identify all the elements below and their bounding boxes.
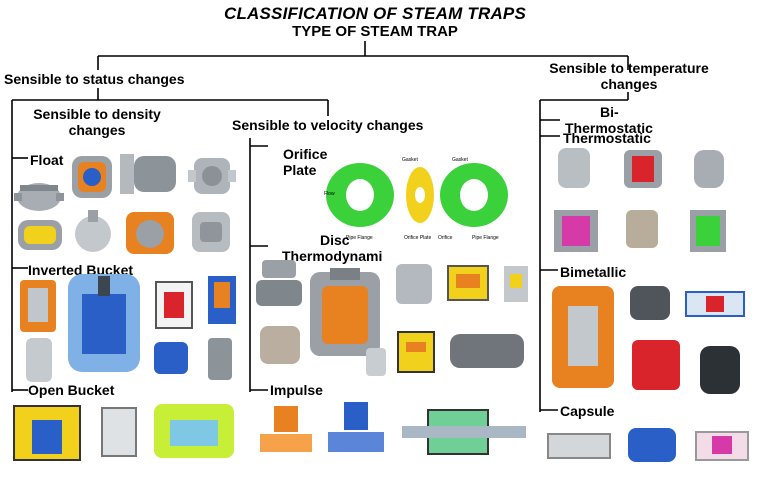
category-temperature-line1: Sensible to temperature	[549, 60, 709, 76]
orifice-label-flow: Flow	[324, 191, 335, 197]
open-bucket-green-diagram-image	[148, 398, 240, 464]
impulse-trap-blue-image	[324, 398, 388, 468]
impulse-trap-orange-image	[256, 402, 316, 466]
diagram-subtitle: TYPE OF STEAM TRAP	[292, 23, 458, 40]
capsule-trap-blue-image	[622, 420, 682, 470]
type-orifice-line2: Plate	[283, 162, 317, 178]
float-trap-yellow-image	[14, 212, 66, 258]
thermostatic-trap-magenta-image	[548, 204, 604, 258]
float-trap-cutaway-image	[68, 150, 116, 202]
inverted-bucket-blue-image	[148, 336, 194, 380]
inverted-bucket-silver-image	[18, 334, 60, 386]
type-open-bucket: Open Bucket	[28, 382, 115, 398]
bimetallic-trap-dark-image	[624, 280, 676, 326]
category-density-line1: Sensible to density	[33, 106, 161, 122]
inverted-bucket-red-diagram-image	[150, 274, 198, 336]
type-disc-thermodynamic: Disc Thermodynami	[282, 232, 382, 264]
float-trap-cylinder-image	[118, 150, 182, 198]
disc-trap-grey-image	[252, 256, 306, 316]
type-bi-line1: Bi-	[600, 104, 619, 120]
type-thermostatic: Thermostatic	[563, 130, 651, 146]
category-density-changes: Sensible to density changes	[22, 106, 172, 138]
bimetallic-trap-cutaway-image	[544, 280, 622, 394]
type-disc-line1: Disc	[320, 232, 350, 248]
disc-trap-small-image	[362, 344, 390, 380]
type-bimetallic: Bimetallic	[560, 264, 627, 280]
category-temperature-changes: Sensible to temperature changes	[540, 60, 718, 92]
inverted-bucket-blue-cutaway-image	[62, 270, 146, 376]
diagram-title: CLASSIFICATION OF STEAM TRAPS	[223, 4, 527, 23]
inverted-bucket-orange-diagram-image	[202, 270, 242, 330]
orifice-label-orifice: Orifice	[438, 235, 453, 241]
orifice-label-pipe-flange-left: Pipe Flange	[346, 235, 373, 241]
type-orifice-line1: Orifice	[283, 146, 328, 162]
category-density-line2: changes	[68, 122, 126, 138]
category-velocity-changes: Sensible to velocity changes	[232, 117, 424, 133]
disc-trap-cutaway-image	[304, 262, 386, 366]
float-trap-grey-image	[14, 175, 64, 219]
type-float: Float	[30, 152, 64, 168]
float-trap-valve-image	[188, 150, 236, 202]
disc-trap-yellow-image	[496, 256, 536, 310]
impulse-trap-green-diagram-image	[398, 398, 532, 470]
bimetallic-trap-red-image	[624, 334, 688, 396]
thermostatic-trap-red-image	[618, 144, 668, 194]
orifice-label-gasket-left: Gasket	[402, 157, 418, 163]
type-bi-line2: Thermostatic	[565, 120, 653, 136]
disc-trap-yellow-cutaway-image	[392, 326, 440, 378]
thermostatic-trap-green-image	[684, 204, 732, 258]
inverted-bucket-cutaway-image	[16, 276, 60, 336]
capsule-trap-pink-diagram-image	[692, 424, 752, 468]
type-impulse: Impulse	[270, 382, 323, 398]
disc-trap-silver-image	[390, 258, 438, 310]
open-bucket-grey-image	[96, 402, 142, 462]
type-disc-line2: Thermodynami	[282, 248, 382, 264]
orifice-plate-diagram	[312, 150, 528, 240]
bimetallic-trap-blue-diagram-image	[682, 282, 748, 326]
thermostatic-trap-silver-image	[550, 142, 598, 194]
float-trap-orange-image	[122, 208, 178, 258]
disc-trap-orange-diagram-image	[442, 258, 494, 308]
orifice-label-pipe-flange-right: Pipe Flange	[472, 235, 499, 241]
open-bucket-diagram-image	[4, 398, 90, 468]
float-trap-steel-image	[70, 210, 116, 258]
disc-trap-metal-image	[254, 320, 306, 370]
inverted-bucket-grey-image	[200, 334, 240, 384]
thermostatic-trap-steel-image	[686, 144, 732, 194]
type-capsule: Capsule	[560, 403, 615, 419]
thermostatic-trap-brass-image	[620, 204, 664, 254]
disc-trap-dark-image	[442, 324, 532, 378]
category-temperature-line2: changes	[600, 76, 658, 92]
type-orifice-plate: Orifice Plate	[283, 146, 327, 178]
category-status-changes: Sensible to status changes	[4, 71, 185, 87]
orifice-label-gasket-right: Gasket	[452, 157, 468, 163]
bimetallic-trap-black-image	[692, 340, 748, 400]
float-trap-silver-image	[186, 206, 236, 258]
orifice-label-orifice-plate: Orifice Plate	[404, 235, 432, 241]
capsule-trap-grey-image	[544, 422, 614, 470]
